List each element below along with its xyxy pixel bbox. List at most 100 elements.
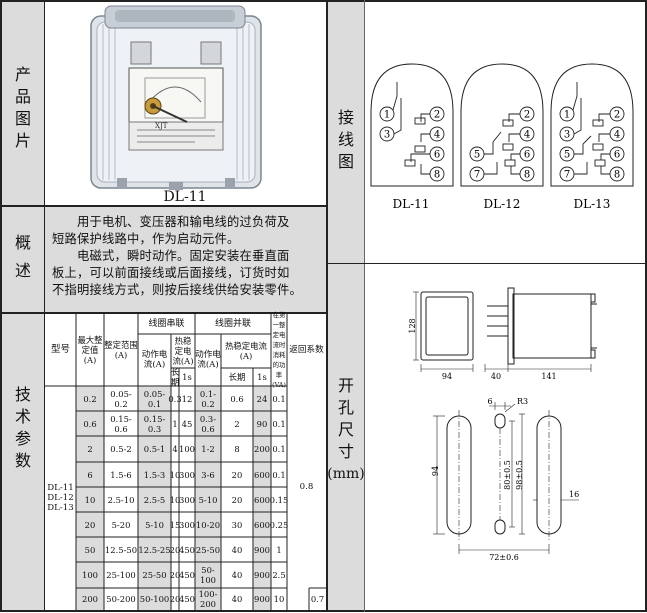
table-cell: 2 <box>234 418 240 429</box>
overview-line-3: 电磁式，瞬时动作。固定安装在垂直面 <box>52 249 290 263</box>
terminal-number: 1 <box>384 110 390 121</box>
table-cell: 0.1-0.2 <box>199 388 217 409</box>
table-cell: 100-200 <box>198 589 218 609</box>
terminal-number: 6 <box>434 150 440 161</box>
table-cell: 10 <box>169 494 181 505</box>
row-divider-right <box>327 263 647 264</box>
terminal-circle <box>559 106 575 122</box>
dim-slot-inner: 80±0.5 <box>503 460 512 490</box>
table-cell: 0.15-0.3 <box>143 413 166 434</box>
wiring-caption-dl12: DL-12 <box>484 197 521 211</box>
wire <box>510 153 520 175</box>
wire <box>508 113 520 142</box>
header-series-long: 长期 <box>170 367 180 387</box>
table-cell: 10-20 <box>195 519 221 530</box>
relay-outline <box>550 63 634 187</box>
coil <box>414 117 426 125</box>
table-cell: 12.5-50 <box>104 544 138 555</box>
terminal-circle <box>379 106 395 122</box>
table-cell: 90 <box>256 418 268 429</box>
table-cell: 600 <box>254 469 270 480</box>
dim-side-a: 40 <box>491 372 501 381</box>
table-cell: 0.5-1 <box>143 444 166 454</box>
table-shade <box>76 386 104 610</box>
table-cell: 50 <box>84 544 96 555</box>
product-photo: XJT DL-11 <box>45 2 326 205</box>
table-cell: 900 <box>254 570 270 580</box>
table-cell: 600 <box>254 519 270 530</box>
terminal-number: 5 <box>474 150 480 161</box>
table-cell: 2.5-5 <box>143 494 166 505</box>
divider-mid2 <box>364 0 365 612</box>
header-max-setting: 最大整定值(A) <box>77 335 103 365</box>
table-cell: 450 <box>179 544 195 555</box>
table-cell: 0.2 <box>83 393 97 404</box>
table-cell: 20 <box>231 469 243 480</box>
table-cell: 0.1 <box>272 393 286 404</box>
table-shade <box>253 386 271 610</box>
divider-mid <box>326 0 328 612</box>
header-return: 返回系数 <box>289 345 324 355</box>
coil <box>404 159 416 167</box>
dim-side-b: 141 <box>541 372 556 381</box>
table-cell: 12.5-25 <box>138 544 171 555</box>
table-cell: 3-6 <box>201 469 215 480</box>
table-cell: 0.5-2 <box>110 444 132 454</box>
terminal-number: 8 <box>434 170 440 181</box>
overview-bg <box>45 207 326 312</box>
table-cell: 4 <box>172 444 178 454</box>
table-cell: 24 <box>256 393 268 404</box>
table-cell: 5-10 <box>198 494 218 505</box>
table-cell: 1.5-3 <box>143 469 166 480</box>
wiring-caption-dl13: DL-13 <box>574 197 611 211</box>
frame-top <box>0 0 647 2</box>
label-wiring: 接线图 <box>337 108 354 171</box>
cutout-drawing: 128 94 40 141 94 <box>408 287 597 562</box>
divider-left-label <box>44 0 45 612</box>
coil <box>592 119 604 127</box>
table-cell: 200 <box>254 444 270 454</box>
table-cell: 300 <box>179 519 195 530</box>
table-cell: 900 <box>254 544 270 555</box>
label-cutout: 开孔尺寸 (mm) <box>327 376 365 482</box>
label-cell-cutout <box>328 264 364 610</box>
table-cell: 0.1 <box>272 469 286 480</box>
row-divider-2 <box>0 312 327 314</box>
coil <box>504 159 516 167</box>
table-cell: 15 <box>169 519 181 530</box>
table-cell: 50-200 <box>106 594 136 604</box>
header-parallel-action: 动作电流(A) <box>195 350 221 370</box>
header-parallel-thermal: 热稳定电流(A) <box>225 341 267 361</box>
terminal-number: 6 <box>614 150 620 161</box>
return-coef-last: 0.7 <box>310 594 325 604</box>
frame-bottom <box>0 610 647 612</box>
dim-slot-width: 6 <box>487 397 492 406</box>
terminal-number: 4 <box>434 130 440 141</box>
table-cell: 0.1 <box>272 444 286 454</box>
wire <box>572 82 582 135</box>
dim-height: 128 <box>408 318 417 333</box>
terminal-number: 2 <box>524 110 530 121</box>
terminal-number: 4 <box>524 130 530 141</box>
table-shade <box>138 386 171 610</box>
overview-text: 用于电机、变压器和输电线的过负荷及 短路保护线路中，作为启动元件。 电磁式，瞬时… <box>52 214 324 299</box>
coil <box>592 143 604 151</box>
table-cell: 2.5-10 <box>107 494 135 505</box>
table-cell: 2.5 <box>272 570 286 580</box>
table-cell: 25-100 <box>106 570 136 580</box>
side-view <box>484 287 597 372</box>
table-cell: 300 <box>179 469 195 480</box>
table-cell: 600 <box>254 494 270 505</box>
table-cell: 20 <box>169 544 181 555</box>
table-cell: 900 <box>254 594 270 604</box>
table-cell: 40 <box>231 570 243 580</box>
table-cell: 20 <box>169 570 181 580</box>
header-parallel: 线圈并联 <box>214 319 251 329</box>
table-cell: 300 <box>179 494 195 505</box>
table-cell: 0.3 <box>168 393 182 404</box>
table-cell: 0.15-0.6 <box>110 413 132 434</box>
relay-outline <box>370 63 454 187</box>
table-cell: 200 <box>82 594 98 604</box>
coil <box>594 159 606 167</box>
row-divider-1 <box>0 205 327 207</box>
